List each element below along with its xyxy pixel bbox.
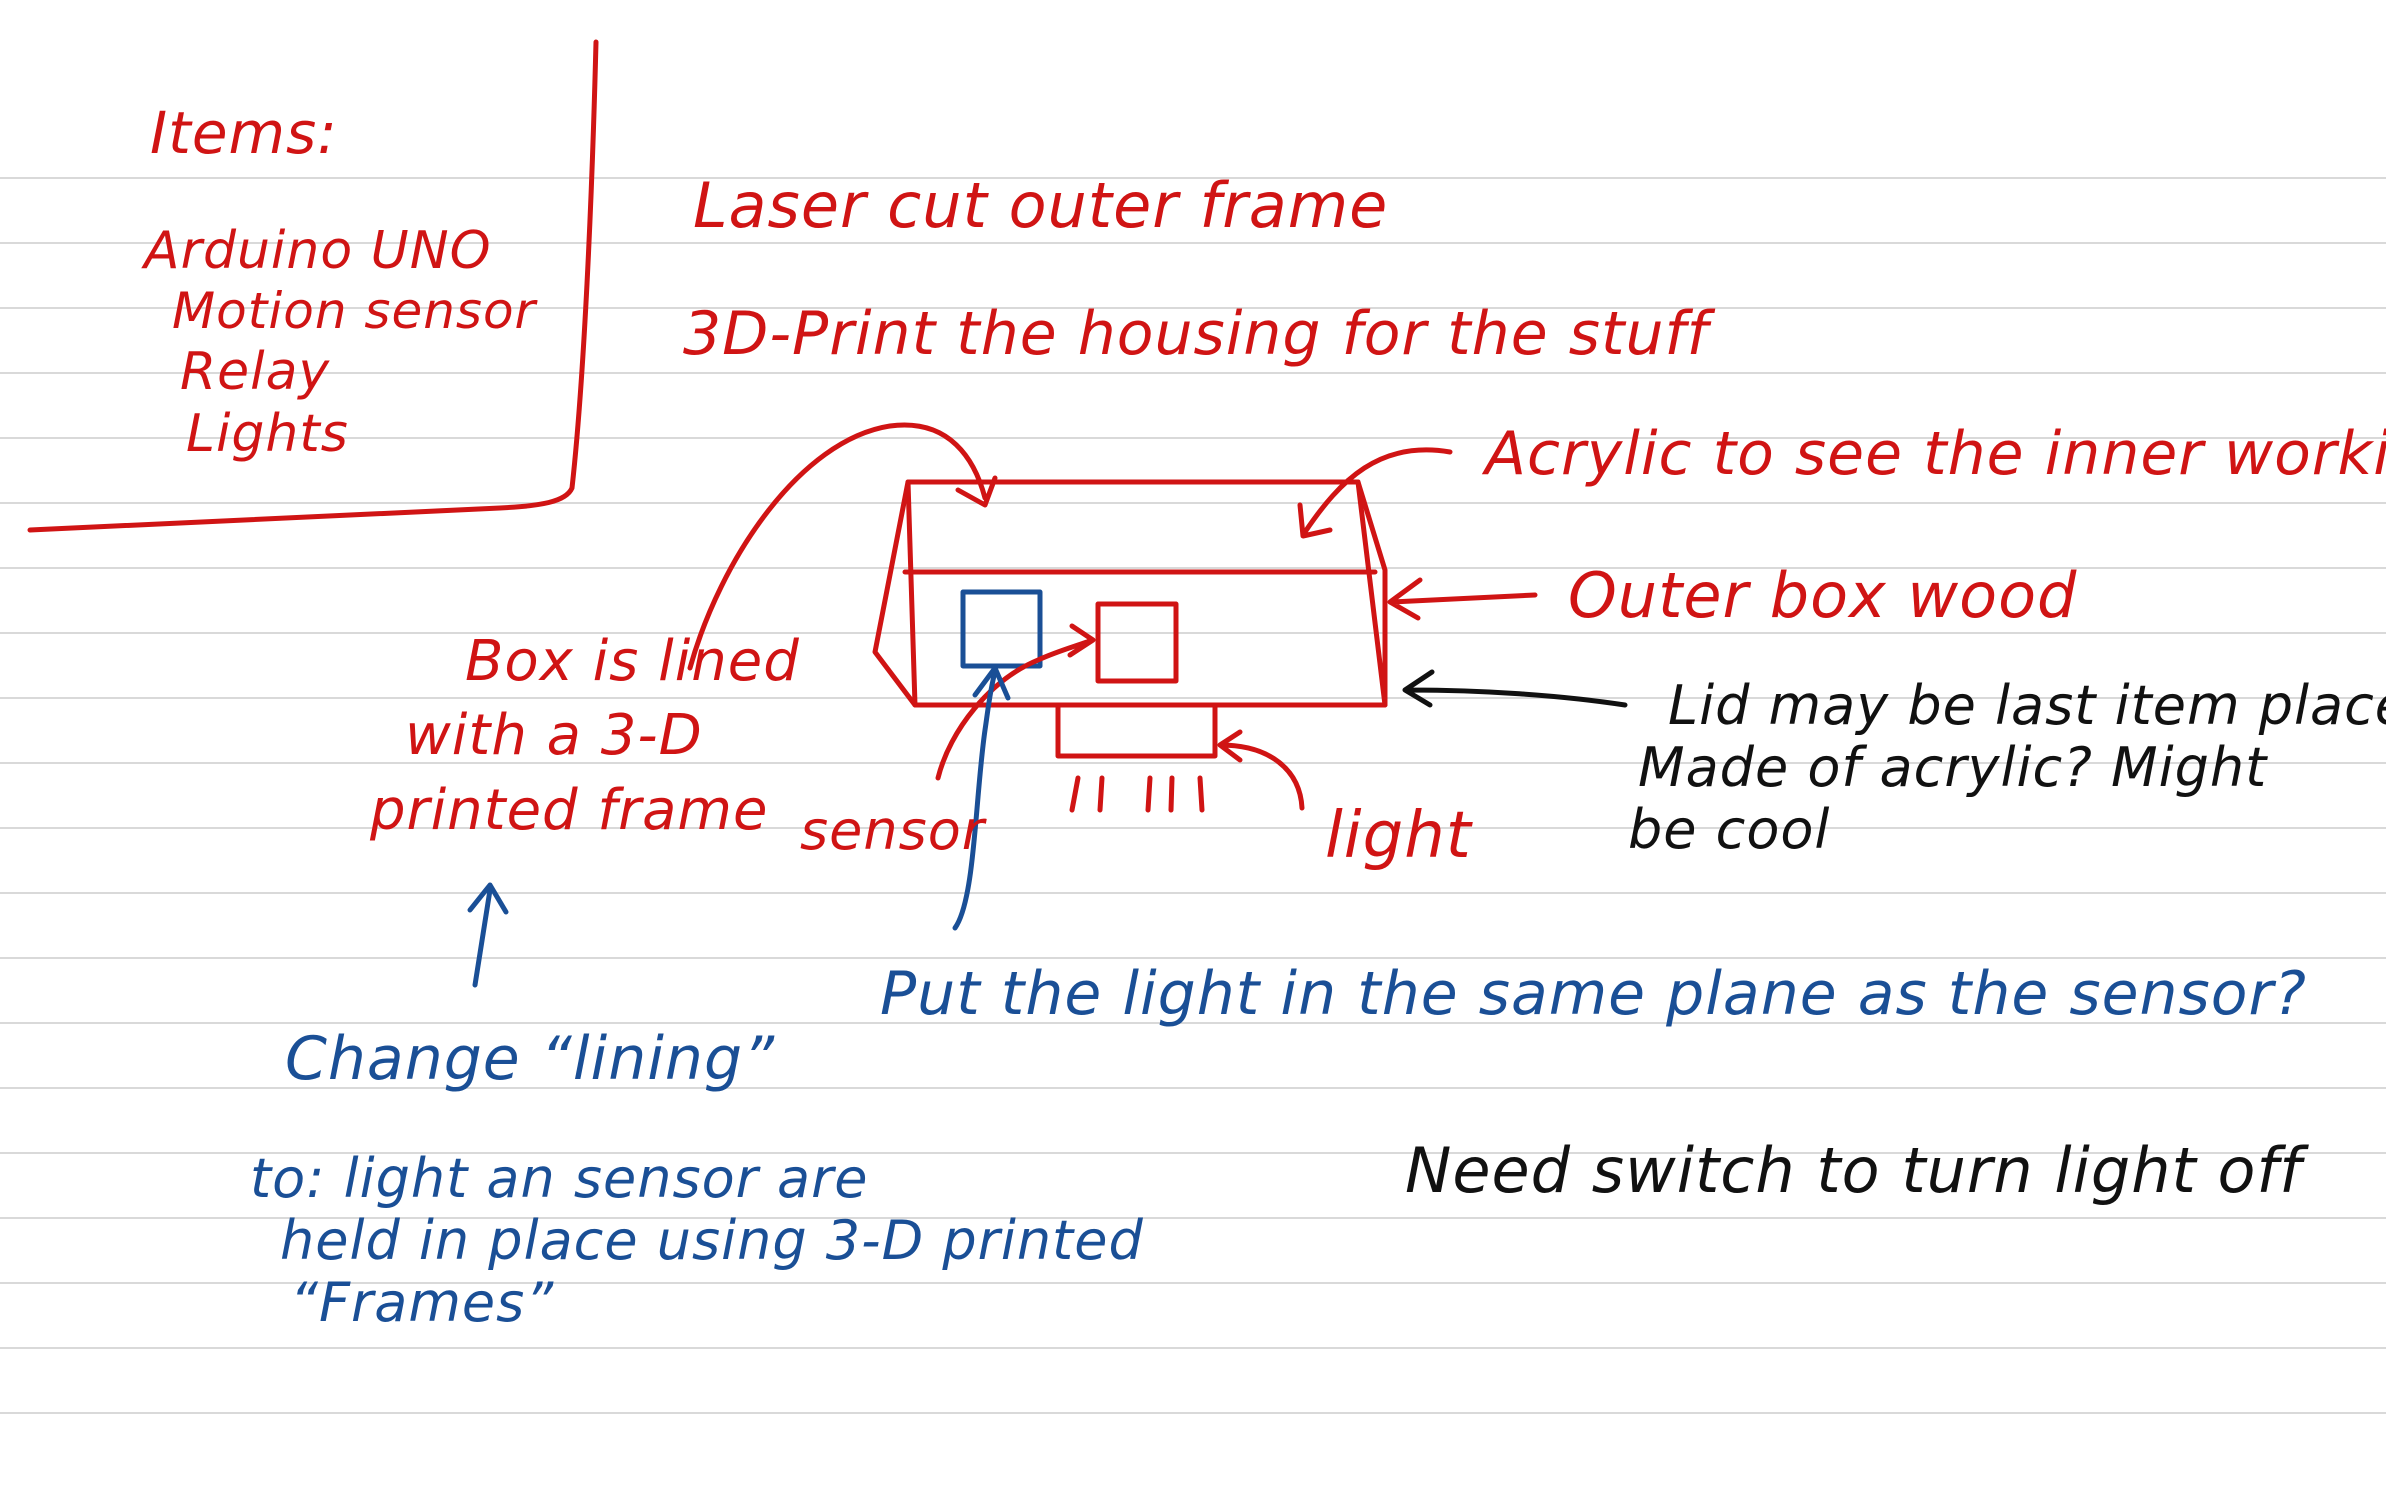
box-lined-line-3: printed frame bbox=[370, 777, 769, 843]
items-heading: Items: bbox=[150, 99, 338, 167]
items-list: Items: Arduino UNO Motion sensor Relay L… bbox=[144, 99, 537, 467]
held-line-3: “Frames” bbox=[290, 1271, 555, 1335]
light-housing bbox=[1055, 702, 1218, 759]
note-acrylic: Acrylic to see the inner workings bbox=[1485, 419, 2386, 489]
lid-line-3: be cool bbox=[1628, 798, 1831, 862]
lid-line-1: Lid may be last item placed. bbox=[1668, 674, 2386, 737]
note-outer-box-wood: Outer box wood bbox=[1568, 559, 2078, 632]
note-lid: Lid may be last item placed. Made of acr… bbox=[1628, 674, 2386, 861]
sensor-arrow bbox=[935, 623, 1096, 781]
sensor-square bbox=[960, 589, 1043, 669]
light-arrow bbox=[1217, 729, 1305, 811]
item-lights: Lights bbox=[186, 403, 349, 464]
held-line-2: held in place using 3-D printed bbox=[280, 1209, 1144, 1273]
note-3d-print-housing: 3D-Print the housing for the stuff bbox=[683, 299, 1709, 369]
lid-line-2: Made of acrylic? Might bbox=[1638, 736, 2268, 800]
same-plane-arrow bbox=[952, 665, 1011, 931]
box-lined-line-1: Box is lined bbox=[465, 629, 800, 694]
light-rays bbox=[1069, 775, 1205, 813]
box-outline bbox=[872, 479, 1388, 708]
note-same-plane: Put the light in the same plane as the s… bbox=[880, 959, 2308, 1029]
item-arduino: Arduino UNO bbox=[144, 220, 492, 281]
box-lined-line-2: with a 3-D bbox=[405, 703, 703, 769]
lid-arrow bbox=[1402, 669, 1628, 708]
note-light-sensor-held: to: light an sensor are held in place us… bbox=[250, 1147, 1144, 1335]
held-line-1: to: light an sensor are bbox=[250, 1147, 869, 1210]
item-motion-sensor: Motion sensor bbox=[172, 282, 537, 341]
items-bracket-line bbox=[27, 39, 599, 533]
light-square bbox=[1095, 601, 1179, 684]
item-relay: Relay bbox=[180, 341, 331, 402]
label-light: light bbox=[1325, 799, 1472, 873]
acrylic-arrow bbox=[1297, 447, 1453, 539]
note-laser-cut: Laser cut outer frame bbox=[693, 169, 1389, 242]
note-box-lined: Box is lined with a 3-D printed frame bbox=[370, 629, 800, 843]
note-need-switch: Need switch to turn light off bbox=[1405, 1134, 2303, 1207]
box-lined-arrow bbox=[687, 422, 998, 671]
outer-box-arrow bbox=[1387, 577, 1538, 621]
note-change-lining: Change “lining” bbox=[285, 1024, 776, 1094]
change-lining-arrow bbox=[467, 882, 509, 988]
label-sensor: sensor bbox=[800, 799, 985, 862]
